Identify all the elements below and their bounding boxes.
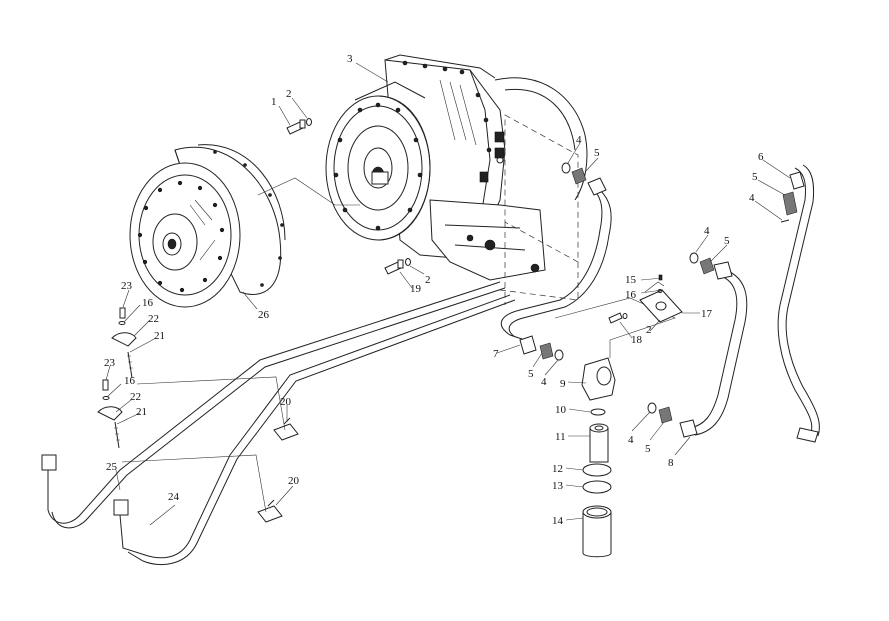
- callout-23: 23: [104, 357, 116, 369]
- seal-ring-13: [582, 480, 612, 494]
- callout-15: 15: [625, 274, 637, 286]
- filter-bowl-14: [582, 505, 612, 558]
- callout-4: 4: [576, 134, 582, 146]
- breather-tube: [777, 164, 820, 443]
- flywheel-housing: [129, 144, 286, 308]
- callout-16: 16: [124, 375, 136, 387]
- filter-o-ring-10: [590, 408, 606, 416]
- bolt-19: [384, 258, 411, 275]
- callout-5: 5: [528, 368, 534, 380]
- callout-4: 4: [628, 434, 634, 446]
- callout-25: 25: [106, 461, 118, 473]
- screw-18: [608, 312, 628, 324]
- callout-22: 22: [130, 391, 141, 403]
- callout-19: 19: [410, 283, 422, 295]
- callout-3: 3: [347, 53, 353, 65]
- assembly-leader-line: [257, 177, 360, 206]
- callout-11: 11: [555, 431, 566, 443]
- callout-2: 2: [646, 324, 652, 336]
- long-lines: [41, 281, 516, 566]
- callout-labels: 1 2 3 4 5 6 5 4 4 5 2 19 26 15 16 17 2 1…: [104, 53, 764, 527]
- callout-5: 5: [724, 235, 730, 247]
- callout-5: 5: [645, 443, 651, 455]
- callout-18: 18: [631, 334, 643, 346]
- hardware-stack-lower: [97, 379, 123, 449]
- callout-1: 1: [271, 96, 277, 108]
- fitting-set-filter-out: [647, 402, 673, 424]
- callout-5: 5: [752, 171, 758, 183]
- callout-4: 4: [749, 192, 755, 204]
- callout-26: 26: [258, 309, 270, 321]
- callout-20: 20: [288, 475, 300, 487]
- hardware-stack-upper: [111, 307, 137, 379]
- bolt-1: [286, 119, 306, 135]
- callout-9: 9: [560, 378, 566, 390]
- fitting-set-breather: [780, 171, 805, 223]
- callout-24: 24: [168, 491, 180, 503]
- callout-13: 13: [552, 480, 564, 492]
- callout-2: 2: [425, 274, 431, 286]
- clip-20-lower: [257, 499, 283, 523]
- fitting-set-middle: [689, 252, 715, 275]
- callout-10: 10: [555, 404, 567, 416]
- callout-8: 8: [668, 457, 674, 469]
- callout-17: 17: [701, 308, 713, 320]
- seal-ring-12: [582, 463, 612, 477]
- return-hose-right: [679, 261, 748, 438]
- callout-16: 16: [625, 289, 637, 301]
- washer-2: [306, 118, 312, 126]
- callout-4: 4: [541, 376, 547, 388]
- callout-4: 4: [704, 225, 710, 237]
- callout-7: 7: [493, 348, 499, 360]
- clip-20-upper: [273, 417, 299, 441]
- callout-6: 6: [758, 151, 764, 163]
- callout-5: 5: [594, 147, 600, 159]
- transmission-housing: [325, 54, 588, 305]
- filter-element-11: [589, 423, 609, 463]
- callout-2: 2: [286, 88, 292, 100]
- callout-21: 21: [154, 330, 165, 342]
- callout-16: 16: [142, 297, 154, 309]
- callout-23: 23: [121, 280, 133, 292]
- bracket-17: [639, 281, 683, 323]
- callout-20: 20: [280, 396, 292, 408]
- callout-22: 22: [148, 313, 159, 325]
- callout-14: 14: [552, 515, 564, 527]
- fitting-set-top: [561, 162, 587, 185]
- callout-12: 12: [552, 463, 563, 475]
- pressure-hose-upper: [500, 177, 612, 341]
- screw-15-16: [657, 274, 663, 293]
- callout-21: 21: [136, 406, 147, 418]
- leader-lines: [105, 62, 791, 526]
- fitting-set-filter-in: [519, 335, 564, 361]
